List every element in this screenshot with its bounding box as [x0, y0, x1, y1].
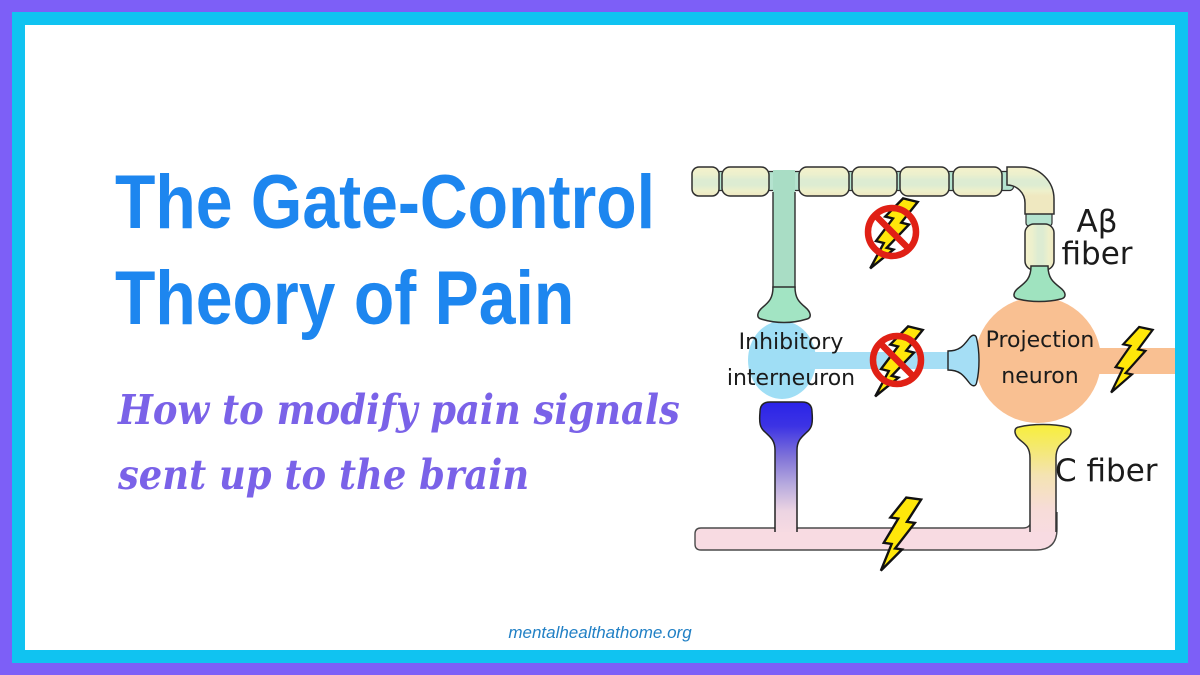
a-beta-terminal-on-interneuron	[757, 286, 811, 324]
blocked-signal-a-beta-icon	[864, 193, 920, 277]
subtitle-line-1: How to modify pain signals	[118, 386, 680, 434]
projection-label-line-1: Projection	[986, 328, 1095, 353]
gate-control-diagram-svg: Aβ fiber Inhibitory interneuron Projecti…	[691, 166, 1175, 577]
a-beta-terminal-on-projection	[1013, 265, 1066, 303]
a-beta-fiber	[691, 166, 1055, 288]
projection-label-line-2: neuron	[1001, 364, 1078, 389]
subtitle-line-2: sent up to the brain	[118, 451, 530, 499]
inhibitory-terminal-on-projection	[947, 334, 980, 387]
c-fiber-label: C fiber	[1055, 453, 1158, 489]
title-line-1: The Gate-Control	[115, 160, 655, 245]
a-beta-fiber-label-line-2: fiber	[1061, 236, 1132, 272]
c-fiber-terminal-to-projection	[1014, 423, 1072, 532]
c-fiber-terminal-to-interneuron	[758, 401, 814, 532]
website-url: mentalhealthathome.org	[508, 623, 692, 642]
inhibitory-axon	[810, 352, 952, 369]
a-beta-branch-stalk-outline	[772, 192, 796, 288]
page-title: The Gate-Control Theory of Pain	[115, 155, 655, 347]
a-beta-branch-stalk	[773, 170, 795, 288]
c-fiber	[694, 401, 1072, 551]
page-subtitle: How to modify pain signals sent up to th…	[118, 378, 680, 508]
inhibitory-label-line-1: Inhibitory	[739, 330, 844, 355]
c-fiber-horizontal-band	[694, 512, 1058, 551]
gate-control-diagram: Aβ fiber Inhibitory interneuron Projecti…	[680, 140, 1180, 620]
inhibitory-label-line-2: interneuron	[727, 366, 855, 391]
a-beta-fiber-label-line-1: Aβ	[1077, 204, 1118, 240]
title-line-2: Theory of Pain	[115, 256, 575, 341]
projection-neuron-soma	[975, 297, 1101, 423]
myelin-elbow-segment	[1006, 166, 1055, 215]
myelin-sheath-segments	[691, 166, 1003, 197]
inhibitory-interneuron-soma	[748, 321, 816, 399]
myelin-vertical-segment	[1024, 223, 1055, 271]
blocked-signal-inhibitory-icon	[869, 321, 925, 405]
